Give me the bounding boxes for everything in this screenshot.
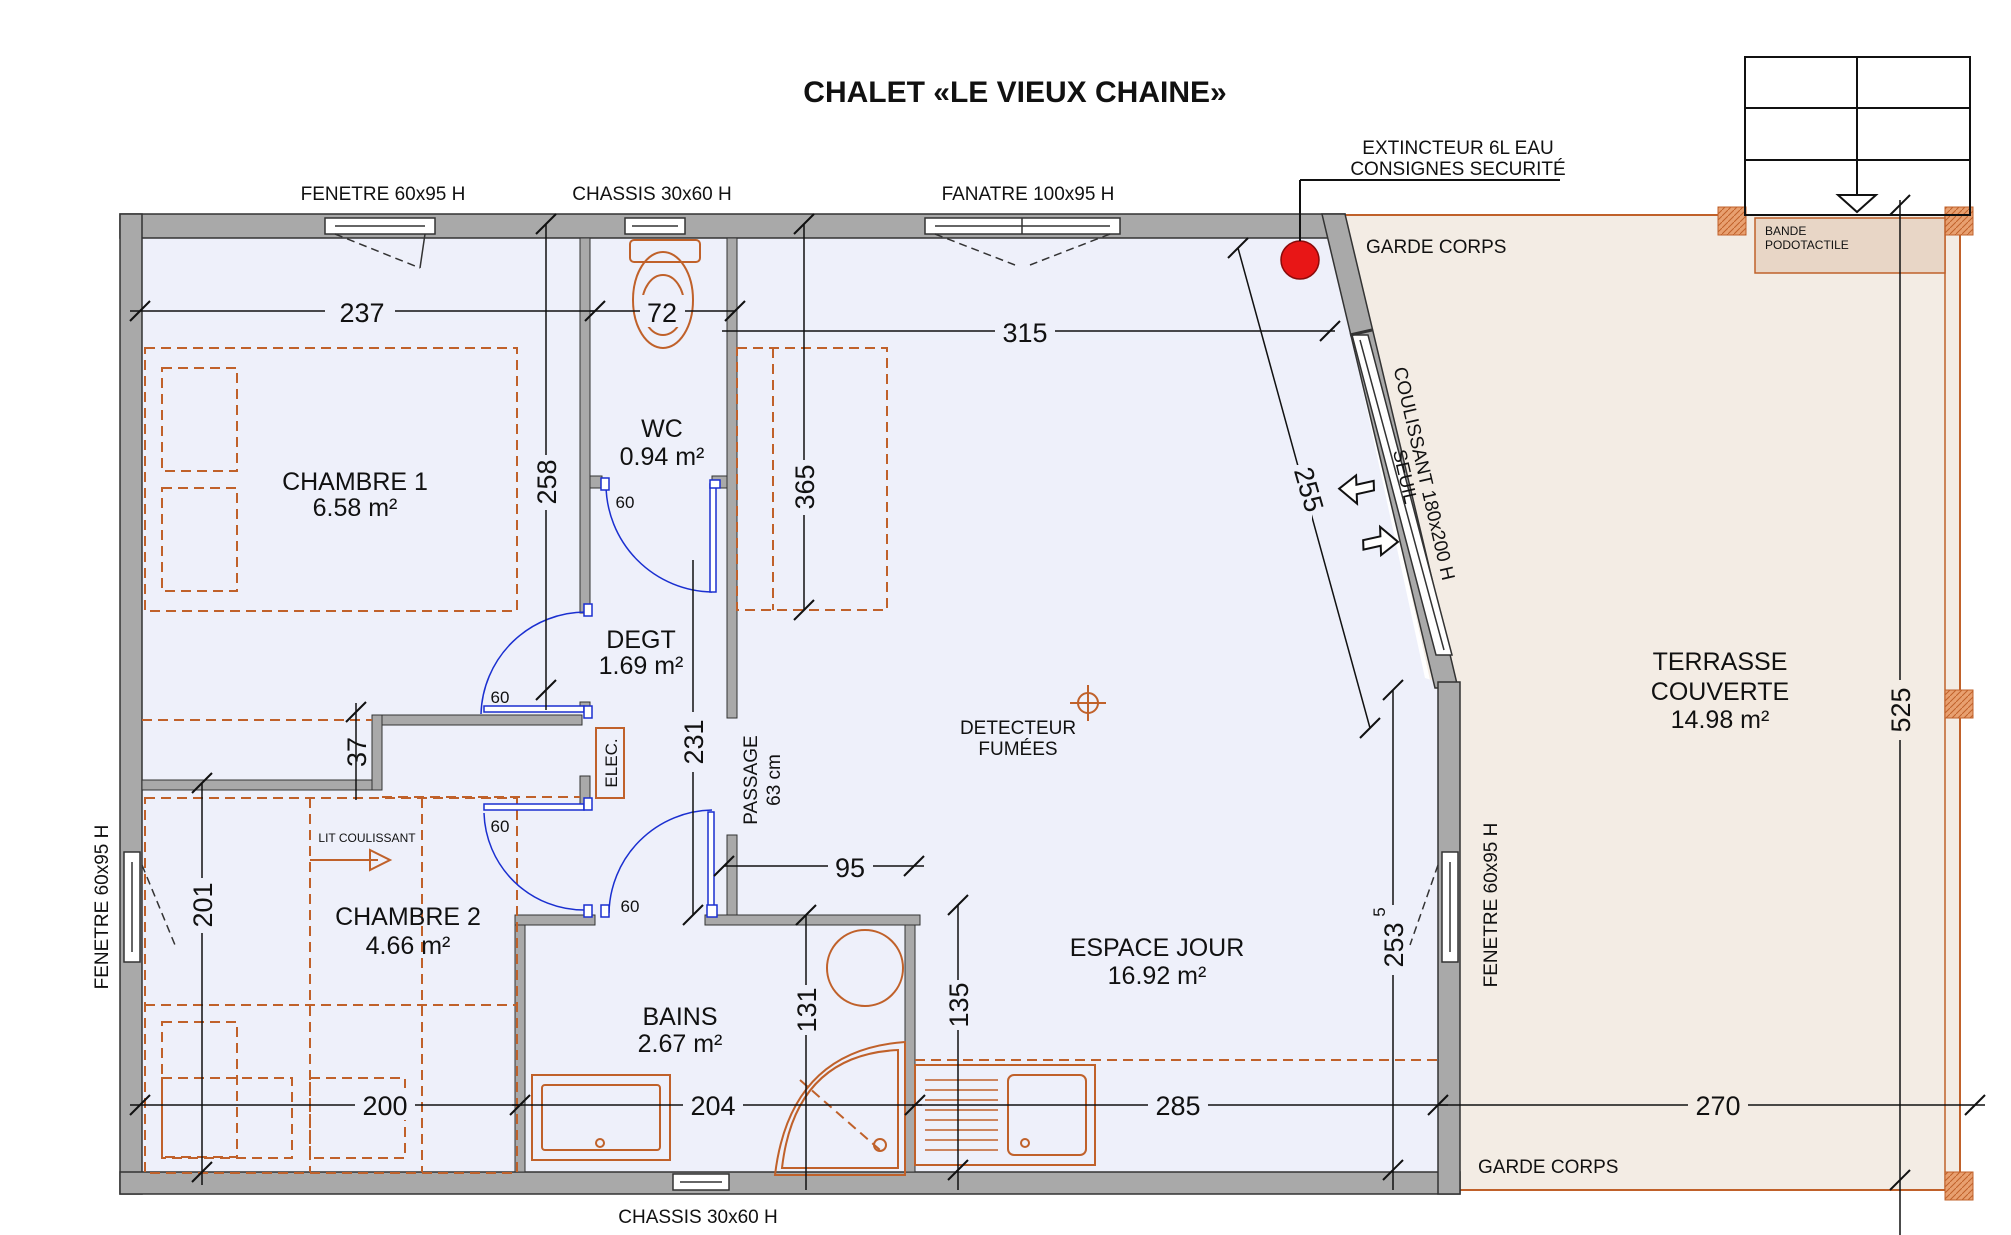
window-top-wc: [624, 217, 686, 235]
label-detecteur-2: FUMÉES: [978, 739, 1057, 760]
dim-285: 285: [1155, 1091, 1200, 1121]
post-mid-right: [1944, 689, 1974, 719]
dim-204: 204: [690, 1091, 735, 1121]
room-chambre2-area: 4.66 m²: [366, 932, 451, 960]
stairs: [1744, 56, 1971, 216]
label-garde-corps-bottom: GARDE CORPS: [1478, 1157, 1618, 1178]
door-bains: [600, 809, 718, 918]
label-door-chambre2-width: 60: [491, 817, 510, 836]
label-chassis-top: CHASSIS 30x60 H: [572, 184, 731, 205]
dim-270: 270: [1695, 1091, 1740, 1121]
room-chambre2-name: CHAMBRE 2: [335, 903, 481, 931]
window-left-chambre2: [123, 851, 176, 963]
terrace: [1345, 206, 1974, 1201]
dim-37: 37: [342, 737, 372, 767]
electrical-panel: [595, 727, 625, 799]
room-degt-area: 1.69 m²: [599, 652, 684, 680]
post-top-left: [1717, 206, 1747, 236]
sliding-door: [1349, 328, 1453, 656]
dim-237: 237: [339, 298, 384, 328]
label-door-chambre1-width: 60: [491, 688, 510, 707]
bathtub: [531, 1074, 671, 1161]
room-espace-jour-area: 16.92 m²: [1108, 962, 1207, 990]
label-extincteur-1: EXTINCTEUR 6L EAU: [1362, 138, 1553, 159]
label-fenetre-top: FENETRE 60x95 H: [301, 184, 466, 205]
dim-131: 131: [792, 987, 822, 1032]
room-degt-name: DEGT: [606, 626, 675, 654]
dim-135: 135: [944, 982, 974, 1027]
fire-extinguisher-icon: [1280, 240, 1320, 280]
label-bande-2: PODOTACTILE: [1765, 238, 1849, 252]
room-bains-name: BAINS: [642, 1003, 717, 1031]
room-terrasse-area: 14.98 m²: [1671, 706, 1770, 734]
dimension-labels: 237 72 315 258 365 255 37 231 95 201 131…: [186, 295, 1916, 1121]
label-passage-width: 63 cm: [764, 754, 785, 806]
window-top-espace: [924, 217, 1121, 266]
label-door-wc-width: 60: [616, 493, 635, 512]
room-terrasse-name-1: TERRASSE: [1653, 648, 1788, 676]
dim-200: 200: [362, 1091, 407, 1121]
label-detecteur-1: DETECTEUR: [960, 718, 1076, 739]
label-fenetre-left: FENETRE 60x95 H: [92, 825, 113, 990]
kitchen-sink: [914, 1064, 1096, 1166]
label-fanatre-top: FANATRE 100x95 H: [942, 184, 1115, 205]
sliding-bed-arrow: [310, 848, 393, 872]
interior-floor: [142, 238, 1438, 1172]
label-extincteur-2: CONSIGNES SECURITÉ: [1350, 159, 1565, 180]
room-labels: CHAMBRE 1 6.58 m² WC 0.94 m² DEGT 1.69 m…: [282, 415, 1789, 1058]
room-wc-name: WC: [641, 415, 683, 443]
room-wc-area: 0.94 m²: [620, 443, 705, 471]
door-wc: [600, 477, 721, 593]
label-chassis-bottom: CHASSIS 30x60 H: [618, 1207, 777, 1228]
label-bande-1: BANDE: [1765, 224, 1806, 238]
dim-253-superscript: 5: [1370, 907, 1389, 916]
room-terrasse-name-2: COUVERTE: [1651, 678, 1789, 706]
label-passage: PASSAGE: [741, 735, 762, 824]
dim-72: 72: [647, 298, 677, 328]
door-chambre1: [480, 603, 593, 719]
windows: [123, 217, 1459, 1191]
dim-95: 95: [835, 853, 865, 883]
smoke-detector-icon: [1070, 685, 1106, 721]
plan-title: CHALET «LE VIEUX CHAINE»: [803, 76, 1226, 109]
room-espace-jour-name: ESPACE JOUR: [1070, 934, 1245, 962]
annotation-labels: EXTINCTEUR 6L EAU CONSIGNES SECURITÉ GAR…: [318, 138, 1848, 1178]
entrance-arrows-icon: [1337, 473, 1400, 558]
window-right-espace: [1409, 851, 1459, 963]
window-bottom-bains: [672, 1173, 730, 1191]
doors: [480, 477, 721, 918]
door-chambre2: [483, 797, 593, 918]
room-bains-area: 2.67 m²: [638, 1030, 723, 1058]
dim-253: 253: [1379, 922, 1409, 967]
label-lit-coulissant: LIT COULISSANT: [318, 831, 416, 845]
label-door-bains-width: 60: [621, 897, 640, 916]
washbasin: [826, 929, 904, 1007]
dim-201: 201: [188, 882, 218, 927]
dim-231: 231: [679, 719, 709, 764]
room-chambre1-area: 6.58 m²: [313, 494, 398, 522]
post-top-right: [1944, 206, 1974, 236]
room-chambre1-name: CHAMBRE 1: [282, 468, 428, 496]
post-bottom-right: [1944, 1171, 1974, 1201]
shower: [773, 1040, 906, 1176]
furniture: [142, 239, 1438, 1176]
window-top-chambre1: [324, 217, 436, 269]
label-fenetre-right: FENETRE 60x95 H: [1481, 823, 1502, 988]
dim-315: 315: [1002, 318, 1047, 348]
label-garde-corps-top: GARDE CORPS: [1366, 237, 1506, 258]
dim-258: 258: [532, 459, 562, 504]
dim-525: 525: [1886, 687, 1916, 732]
tactile-strip: [1754, 217, 1946, 274]
label-elec: ELEC.: [602, 738, 621, 787]
dim-365: 365: [790, 464, 820, 509]
